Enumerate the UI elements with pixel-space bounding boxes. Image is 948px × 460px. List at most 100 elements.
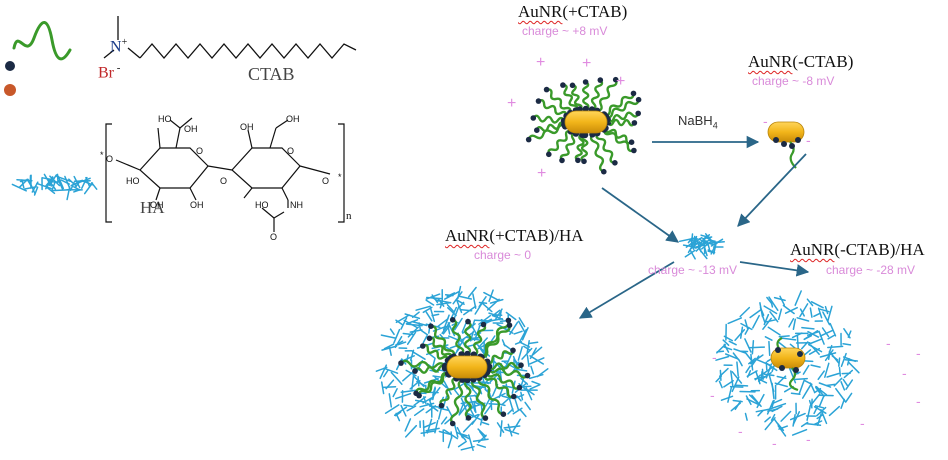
ctab-tail-dot — [560, 82, 566, 88]
ctab-molecule — [589, 133, 605, 173]
ha-fragment — [838, 357, 841, 367]
ha-fragment — [763, 313, 770, 326]
ha-fragment — [751, 339, 755, 355]
ha-fragment — [801, 384, 812, 399]
ctab-tail-dot — [581, 158, 587, 165]
ha-atom-label: OH — [190, 200, 204, 210]
ha-fragment — [819, 308, 830, 313]
ha-fragment — [453, 423, 459, 438]
ha-fragment — [478, 296, 487, 308]
ha-fragment — [521, 327, 529, 341]
ctab-molecule — [606, 111, 640, 123]
ha-fragment — [73, 189, 81, 193]
ha-fragment — [809, 307, 813, 318]
ha-fragment — [453, 317, 463, 331]
ha-legend-fragments — [11, 173, 98, 201]
ha-atom-label: OH — [150, 200, 164, 210]
ha-fragment — [789, 412, 806, 421]
ctab-tail-dot — [534, 127, 540, 133]
ctab-tail-dot — [449, 317, 456, 323]
ctab-molecule — [537, 98, 568, 118]
ctab-tail-dot — [413, 390, 419, 397]
ctab-headgroup-dot — [773, 137, 779, 143]
ctab-molecule — [602, 92, 635, 117]
ha-fragment — [799, 303, 809, 318]
ha-fragment — [388, 393, 393, 408]
state-label-aunr-minus-ctab: AuNR(-CTAB) — [748, 52, 854, 71]
ha-fragment — [846, 358, 850, 366]
ha-fragment — [693, 244, 706, 248]
ha-fragment — [810, 364, 821, 368]
gold-nanorod-bottom-left — [446, 355, 488, 379]
ha-fragment — [33, 186, 39, 196]
ha-fragment — [452, 291, 463, 305]
ha-fragment — [484, 404, 492, 415]
ha-fragment — [429, 386, 441, 402]
ha-fragment — [749, 309, 762, 319]
ha-fragment — [730, 402, 742, 412]
ha-atom-label: * — [100, 150, 104, 160]
ha-fragment — [462, 420, 475, 433]
ctab-structure — [103, 16, 357, 59]
positive-charge-sign: + — [582, 55, 592, 72]
ha-fragment — [498, 387, 504, 399]
ha-fragment — [842, 343, 852, 346]
ha-fragment — [770, 402, 787, 410]
ha-fragment — [514, 341, 523, 345]
ha-fragment — [815, 406, 827, 417]
ha-fragment — [821, 327, 830, 338]
ctab-molecule — [421, 343, 450, 362]
ha-fragment — [744, 338, 752, 353]
ha-fragment — [481, 421, 490, 426]
ctab-tail-dot — [524, 372, 531, 379]
ha-fragment — [443, 380, 452, 395]
ha-fragment — [763, 373, 775, 377]
ha-fragment — [411, 350, 426, 360]
ctab-molecule — [604, 98, 640, 119]
ctab-tail-dot — [438, 402, 445, 409]
ha-fragment — [426, 418, 433, 434]
ctab-molecule — [463, 378, 472, 420]
ha-fragment — [405, 424, 418, 438]
ha-fragment — [441, 321, 451, 335]
ha-fragment — [727, 386, 733, 403]
ha-fragment — [845, 379, 854, 390]
ha-fragment — [826, 372, 840, 378]
ha-fragment — [792, 411, 801, 425]
ha-fragment — [512, 407, 523, 415]
ctab-molecule — [547, 130, 572, 156]
ha-legend-symbol — [11, 173, 98, 201]
ha-fragment — [678, 237, 696, 243]
ha-fragment — [820, 409, 828, 425]
ha-fragment — [843, 328, 851, 339]
ctab-molecule — [532, 114, 566, 124]
ha-fragment — [818, 394, 825, 407]
ha-fragment — [757, 410, 764, 417]
ha-fragment — [833, 377, 843, 387]
ha-fragment — [744, 326, 750, 335]
ha-fragment — [847, 361, 860, 374]
ha-atom-label: O — [196, 146, 204, 156]
ha-fragment — [757, 378, 768, 384]
ha-fragment — [727, 317, 743, 325]
charge-aunr-plus-ctab-ha: charge ~ 0 — [474, 248, 532, 262]
ha-fragment — [521, 347, 533, 360]
ha-fragment — [829, 322, 837, 337]
ha-fragment — [476, 443, 487, 448]
ha-fragment — [784, 306, 798, 314]
ha-fragment — [716, 343, 726, 354]
ctab-molecule — [449, 378, 464, 425]
ha-fragment — [808, 338, 823, 345]
ha-fragment — [744, 412, 748, 421]
ha-fragment — [779, 337, 797, 341]
ha-fragment — [796, 317, 810, 322]
ha-fragment — [532, 346, 543, 356]
ha-fragment — [503, 425, 521, 429]
ha-fragment — [768, 296, 779, 312]
charge-aunr-minus-ctab-ha: charge ~ -28 mV — [826, 263, 916, 277]
ha-fragment — [735, 384, 749, 387]
ctab-tail-dot — [426, 335, 433, 342]
ha-fragment — [463, 402, 470, 417]
ha-fragment — [392, 388, 398, 398]
